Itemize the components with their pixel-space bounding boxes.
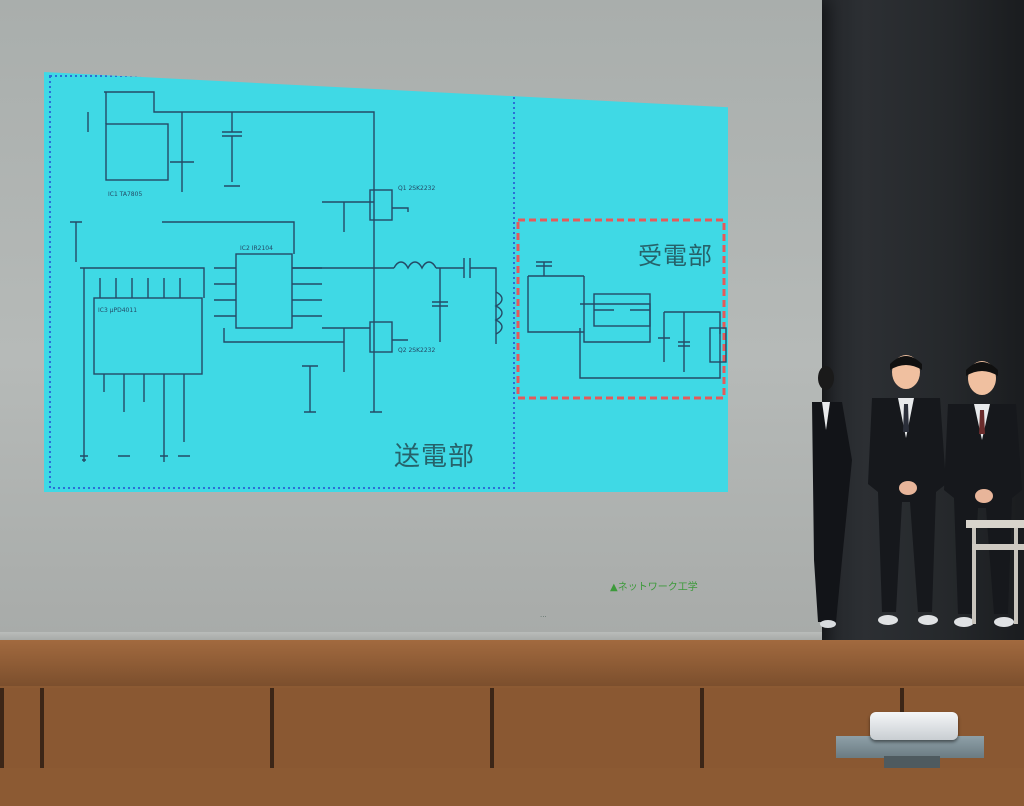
circuit-diagram: IC1 TA7805 IC2 IR2104 IC3 μPD4011 Q1 2SK… — [49, 75, 727, 492]
slide-footer-text: ... — [540, 611, 547, 619]
svg-text:Q2 2SK2232: Q2 2SK2232 — [398, 347, 435, 354]
chair — [966, 520, 1024, 624]
stage-panel — [490, 688, 704, 768]
projector — [870, 712, 958, 740]
svg-text:IC2 IR2104: IC2 IR2104 — [240, 245, 273, 252]
presenter-2 — [868, 355, 946, 625]
slide-footer-mark: ▲ネットワーク工学 — [610, 582, 698, 593]
transmitter-frame — [49, 75, 515, 489]
svg-text:Q1 2SK2232: Q1 2SK2232 — [398, 185, 435, 192]
stage-edge — [0, 640, 1024, 686]
svg-text:IC1 TA7805: IC1 TA7805 — [108, 191, 142, 198]
receiver-frame — [516, 218, 726, 400]
stage-panel — [0, 688, 44, 768]
presentation-slide: IC1 TA7805 IC2 IR2104 IC3 μPD4011 Q1 2SK… — [44, 72, 728, 492]
projector-stand — [836, 736, 984, 758]
stage-panel — [40, 688, 274, 768]
projector-stand-legs — [884, 756, 940, 768]
stage-panel — [270, 688, 494, 768]
receiver-label: 受電部 — [638, 242, 713, 270]
presenter-1 — [812, 366, 852, 628]
transmitter-label: 送電部 — [394, 442, 476, 472]
svg-text:IC3 μPD4011: IC3 μPD4011 — [98, 307, 137, 314]
receiver-circuit — [527, 261, 727, 379]
presenter-3 — [944, 361, 1022, 627]
